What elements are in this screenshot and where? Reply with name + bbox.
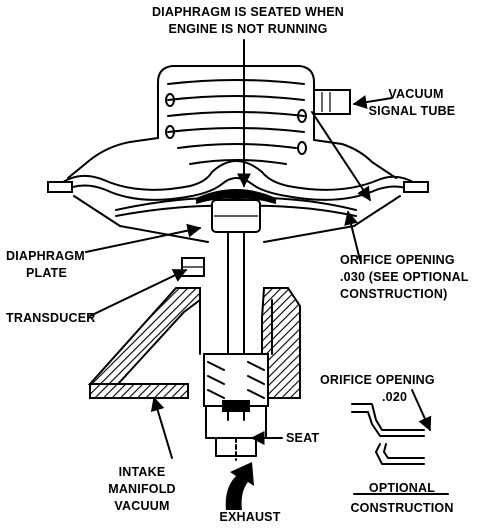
optional-construction-detail	[351, 389, 432, 465]
lower-housing	[73, 195, 401, 399]
label-optional-line2: CONSTRUCTION	[350, 501, 453, 515]
label-vacuum-line2: SIGNAL TUBE	[369, 104, 456, 118]
label-intake-line1: INTAKE	[119, 465, 166, 479]
spring	[165, 79, 307, 165]
leader-lines	[85, 39, 449, 495]
label-orifice-line2: .030 (SEE OPTIONAL	[340, 270, 469, 284]
label-orifice-line1: ORIFICE OPENING	[340, 253, 455, 267]
valve-stem	[203, 231, 269, 461]
label-transducer: TRANSDUCER	[6, 311, 96, 325]
label-vacuum-line1: VACUUM	[388, 87, 443, 101]
label-diaphragm-plate-line2: PLATE	[26, 266, 67, 280]
label-orifice-line3: CONSTRUCTION)	[340, 287, 447, 301]
exhaust-arrow	[225, 462, 254, 510]
label-exhaust: EXHAUST	[219, 510, 280, 524]
label-orifice2-line1: ORIFICE OPENING	[320, 373, 435, 387]
label-intake-line3: VACUUM	[114, 499, 169, 513]
label-top-line1: DIAPHRAGM IS SEATED WHEN	[152, 5, 344, 19]
label-optional-line1: OPTIONAL	[369, 481, 435, 495]
vacuum-signal-tube	[313, 89, 351, 115]
label-top-line2: ENGINE IS NOT RUNNING	[168, 22, 327, 36]
label-seat: SEAT	[286, 431, 319, 445]
label-diaphragm-plate-line1: DIAPHRAGM	[6, 249, 85, 263]
labels: DIAPHRAGM IS SEATED WHEN ENGINE IS NOT R…	[6, 5, 469, 524]
label-intake-line2: MANIFOLD	[108, 482, 176, 496]
upper-housing	[67, 65, 397, 179]
label-orifice2-line2: .020	[382, 390, 407, 404]
diaphragm	[47, 160, 429, 233]
